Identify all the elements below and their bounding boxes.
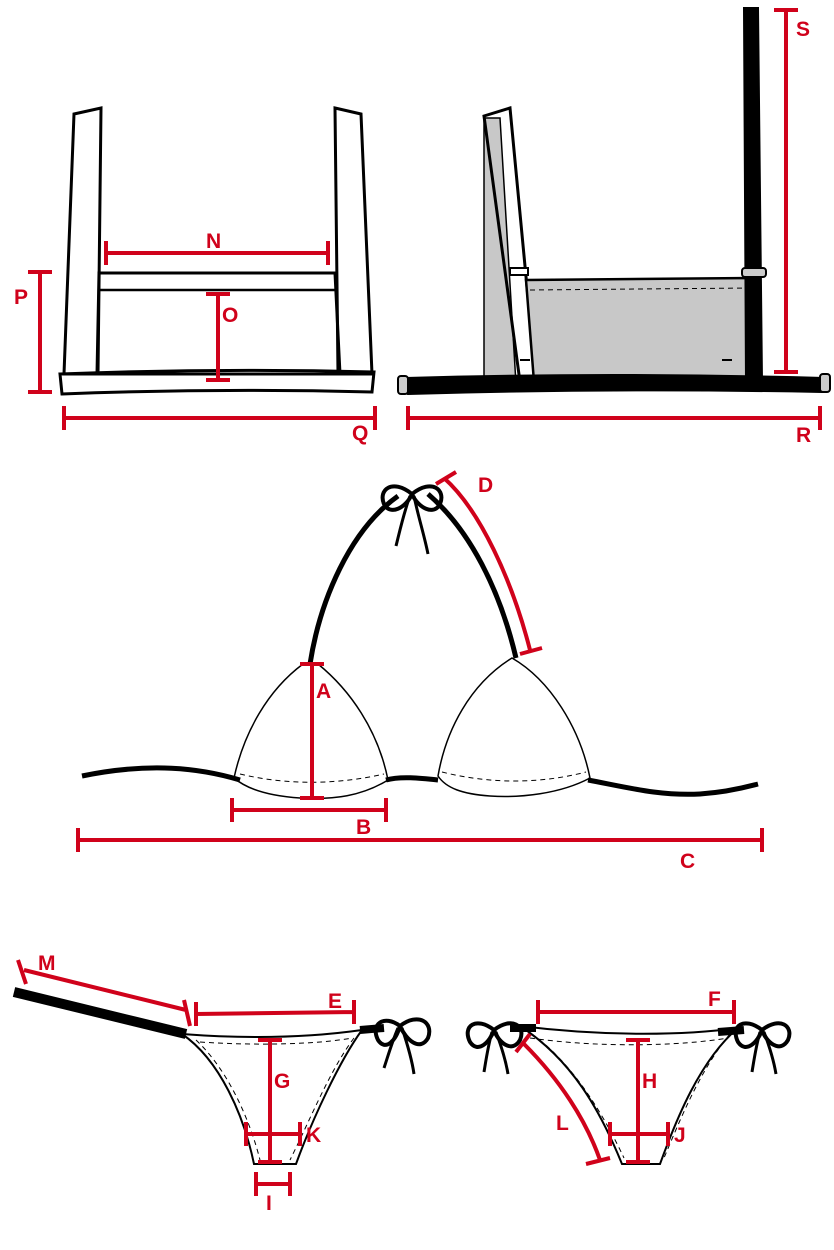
label-s: S xyxy=(796,18,810,41)
back-panel-edge xyxy=(529,287,751,291)
measure-f-line xyxy=(536,1000,736,1024)
strap-slider xyxy=(741,267,767,278)
label-j: J xyxy=(674,1124,686,1147)
label-r: R xyxy=(796,424,811,447)
label-o: O xyxy=(222,304,238,327)
label-q: Q xyxy=(352,422,368,445)
back-view-measurements xyxy=(406,8,822,430)
measure-n-line xyxy=(104,241,330,265)
label-n: N xyxy=(206,230,221,253)
label-g: G xyxy=(274,1070,290,1093)
side-bow xyxy=(373,1017,432,1075)
bandeau-back-view xyxy=(397,7,831,396)
bottom-back-view xyxy=(465,1021,792,1165)
label-p: P xyxy=(14,286,28,309)
bottom-back-seam xyxy=(529,1033,731,1159)
back-band xyxy=(404,374,826,396)
label-k: K xyxy=(306,1124,321,1147)
measure-s-line xyxy=(774,8,798,374)
bottom-front-measurements xyxy=(16,959,356,1196)
label-l: L xyxy=(556,1112,569,1135)
measure-q-line xyxy=(62,406,377,430)
bottom-band xyxy=(58,368,376,396)
label-a: A xyxy=(316,680,331,703)
label-i: I xyxy=(266,1192,272,1215)
underband xyxy=(81,765,759,797)
right-strap xyxy=(333,106,374,376)
label-b: B xyxy=(356,816,371,839)
triangle-top xyxy=(81,484,759,800)
measure-i-line xyxy=(254,1172,292,1196)
label-f: F xyxy=(708,988,721,1011)
measure-o-line xyxy=(206,292,230,382)
measure-m-line xyxy=(16,959,192,1027)
left-strap xyxy=(62,106,103,376)
neck-strap xyxy=(307,492,519,665)
band-end-left xyxy=(397,375,409,395)
measure-p-line xyxy=(28,270,52,394)
back-bow-left xyxy=(465,1021,524,1075)
side-strap xyxy=(12,987,188,1039)
label-c: C xyxy=(680,850,695,873)
measure-h-line xyxy=(626,1038,650,1164)
triangle-top-measurements xyxy=(76,470,764,852)
measure-r-line xyxy=(406,406,822,430)
back-tie-band-right xyxy=(717,1026,745,1036)
right-cup-seam xyxy=(441,771,587,782)
measure-g-line xyxy=(258,1038,282,1164)
measure-c-line xyxy=(76,828,764,852)
measure-j-line xyxy=(608,1122,670,1146)
bottom-back-measurements xyxy=(514,1000,736,1166)
label-h: H xyxy=(642,1070,657,1093)
front-view-measurements xyxy=(28,241,377,430)
back-right-strap xyxy=(742,7,764,383)
band-end-right xyxy=(819,373,831,393)
right-cup xyxy=(437,657,591,798)
back-panel xyxy=(524,276,754,384)
label-d: D xyxy=(478,474,493,497)
measure-l-line xyxy=(514,1032,611,1166)
neck-bow xyxy=(380,484,444,555)
label-m: M xyxy=(38,952,56,975)
measure-k-line xyxy=(244,1122,302,1146)
side-tie-band xyxy=(359,1024,385,1034)
bottom-front-body xyxy=(178,1028,365,1165)
bandeau-front-view xyxy=(58,106,376,396)
back-bow-right xyxy=(733,1021,792,1075)
left-cup-seam xyxy=(239,773,385,783)
label-e: E xyxy=(328,990,342,1013)
measure-e-line xyxy=(194,1000,356,1026)
bandeau-body xyxy=(95,271,342,376)
measurement-labels: N O P Q R S A B C D M E G K I F H J L xyxy=(14,18,811,1215)
strap-slider-left xyxy=(509,267,529,276)
bottom-back-body xyxy=(519,1025,742,1165)
measure-b-line xyxy=(230,798,388,822)
bottom-front-view xyxy=(12,987,432,1165)
measure-a-line xyxy=(300,662,324,800)
bottom-front-seam xyxy=(195,1037,355,1161)
measure-d-line xyxy=(434,470,543,656)
